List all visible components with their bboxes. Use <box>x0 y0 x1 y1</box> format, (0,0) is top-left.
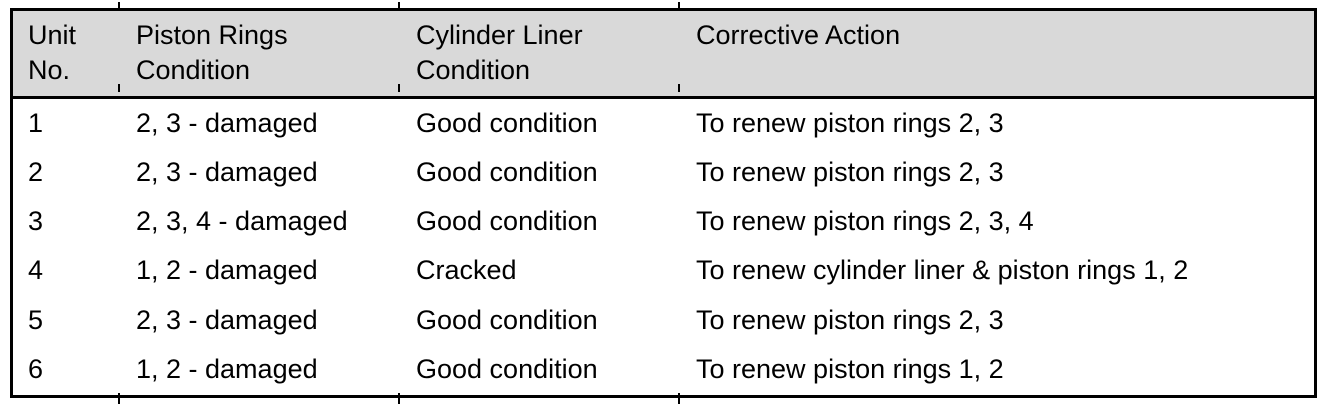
column-divider-tick-2-top <box>398 2 400 10</box>
cell-unit-no: 5 <box>10 295 118 345</box>
column-divider-tick-1-top <box>118 2 120 10</box>
column-header-cylinder-liner-condition: Cylinder Liner Condition <box>398 7 678 100</box>
column-divider-tick-3-bottom <box>678 393 680 404</box>
cell-corrective-action: To renew piston rings 2, 3 <box>678 295 1317 345</box>
table-header: Unit No. Piston Rings Condition Cylinder… <box>10 7 1317 100</box>
cell-piston-rings-condition: 2, 3 - damaged <box>118 97 398 149</box>
cell-cylinder-liner-condition: Good condition <box>398 197 678 247</box>
cell-piston-rings-condition: 1, 2 - damaged <box>118 344 398 398</box>
cell-piston-rings-condition: 2, 3, 4 - damaged <box>118 197 398 247</box>
cell-piston-rings-condition: 2, 3 - damaged <box>118 148 398 198</box>
column-divider-tick-2-header <box>398 84 400 92</box>
column-header-unit-no: Unit No. <box>10 7 118 100</box>
cell-cylinder-liner-condition: Cracked <box>398 246 678 296</box>
cell-corrective-action: To renew piston rings 2, 3 <box>678 148 1317 198</box>
table-right-rule <box>1314 8 1317 395</box>
column-divider-tick-1-bottom <box>118 393 120 404</box>
header-row: Unit No. Piston Rings Condition Cylinder… <box>10 7 1317 100</box>
cell-corrective-action: To renew piston rings 1, 2 <box>678 344 1317 398</box>
table-body: 1 2, 3 - damaged Good condition To renew… <box>10 97 1317 398</box>
cell-piston-rings-condition: 2, 3 - damaged <box>118 295 398 345</box>
table-left-rule <box>10 8 13 395</box>
cell-unit-no: 3 <box>10 197 118 247</box>
cell-corrective-action: To renew piston rings 2, 3, 4 <box>678 197 1317 247</box>
column-divider-tick-2-bottom <box>398 393 400 404</box>
cell-cylinder-liner-condition: Good condition <box>398 295 678 345</box>
table-row: 3 2, 3, 4 - damaged Good condition To re… <box>10 197 1317 247</box>
column-header-piston-rings-condition: Piston Rings Condition <box>118 7 398 100</box>
cell-cylinder-liner-condition: Good condition <box>398 97 678 149</box>
table-row: 4 1, 2 - damaged Cracked To renew cylind… <box>10 246 1317 296</box>
column-divider-tick-1-header <box>118 84 120 92</box>
table-row: 5 2, 3 - damaged Good condition To renew… <box>10 295 1317 345</box>
cell-unit-no: 6 <box>10 344 118 398</box>
cell-cylinder-liner-condition: Good condition <box>398 148 678 198</box>
table-row: 1 2, 3 - damaged Good condition To renew… <box>10 97 1317 149</box>
column-divider-tick-3-header <box>678 84 680 92</box>
cell-piston-rings-condition: 1, 2 - damaged <box>118 246 398 296</box>
table-row: 2 2, 3 - damaged Good condition To renew… <box>10 148 1317 198</box>
column-divider-tick-3-top <box>678 2 680 10</box>
cell-unit-no: 4 <box>10 246 118 296</box>
engine-unit-inspection-table: Unit No. Piston Rings Condition Cylinder… <box>10 7 1317 398</box>
table-row: 6 1, 2 - damaged Good condition To renew… <box>10 344 1317 398</box>
cell-cylinder-liner-condition: Good condition <box>398 344 678 398</box>
column-header-corrective-action: Corrective Action <box>678 7 1317 100</box>
cell-unit-no: 1 <box>10 97 118 149</box>
cell-unit-no: 2 <box>10 148 118 198</box>
cell-corrective-action: To renew cylinder liner & piston rings 1… <box>678 246 1317 296</box>
cell-corrective-action: To renew piston rings 2, 3 <box>678 97 1317 149</box>
